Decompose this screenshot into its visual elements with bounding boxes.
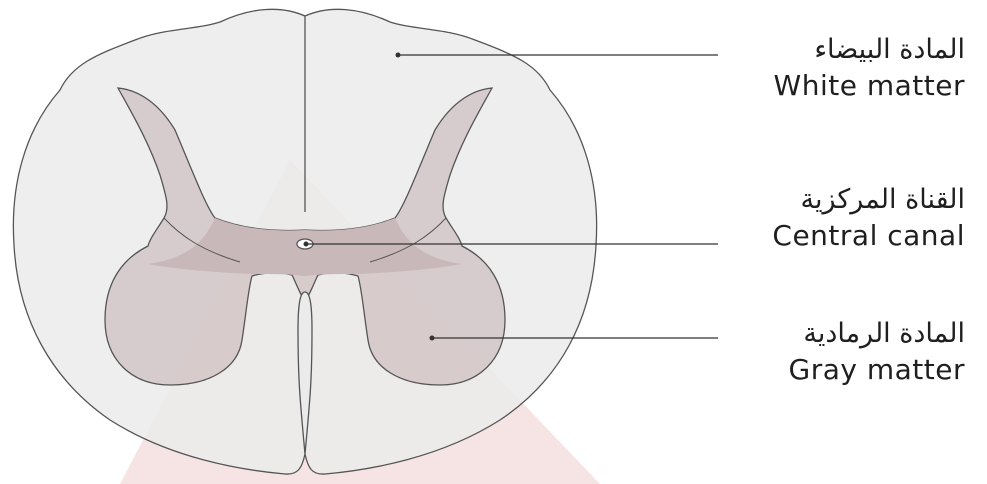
white-matter-label: المادة البيضاء White matter bbox=[774, 32, 965, 104]
white-matter-pointer-dot bbox=[396, 53, 401, 58]
central-canal-label-en: Central canal bbox=[772, 218, 965, 254]
gray-matter-label: المادة الرمادية Gray matter bbox=[789, 316, 965, 388]
central-canal-label: القناة المركزية Central canal bbox=[772, 182, 965, 254]
gray-matter-label-ar: المادة الرمادية bbox=[789, 316, 965, 352]
white-matter-label-ar: المادة البيضاء bbox=[774, 32, 965, 68]
gray-matter-label-en: Gray matter bbox=[789, 352, 965, 388]
white-matter-label-en: White matter bbox=[774, 68, 965, 104]
gray-matter-pointer-dot bbox=[430, 336, 435, 341]
central-canal-label-ar: القناة المركزية bbox=[772, 182, 965, 218]
central-canal-pointer-dot bbox=[304, 242, 309, 247]
